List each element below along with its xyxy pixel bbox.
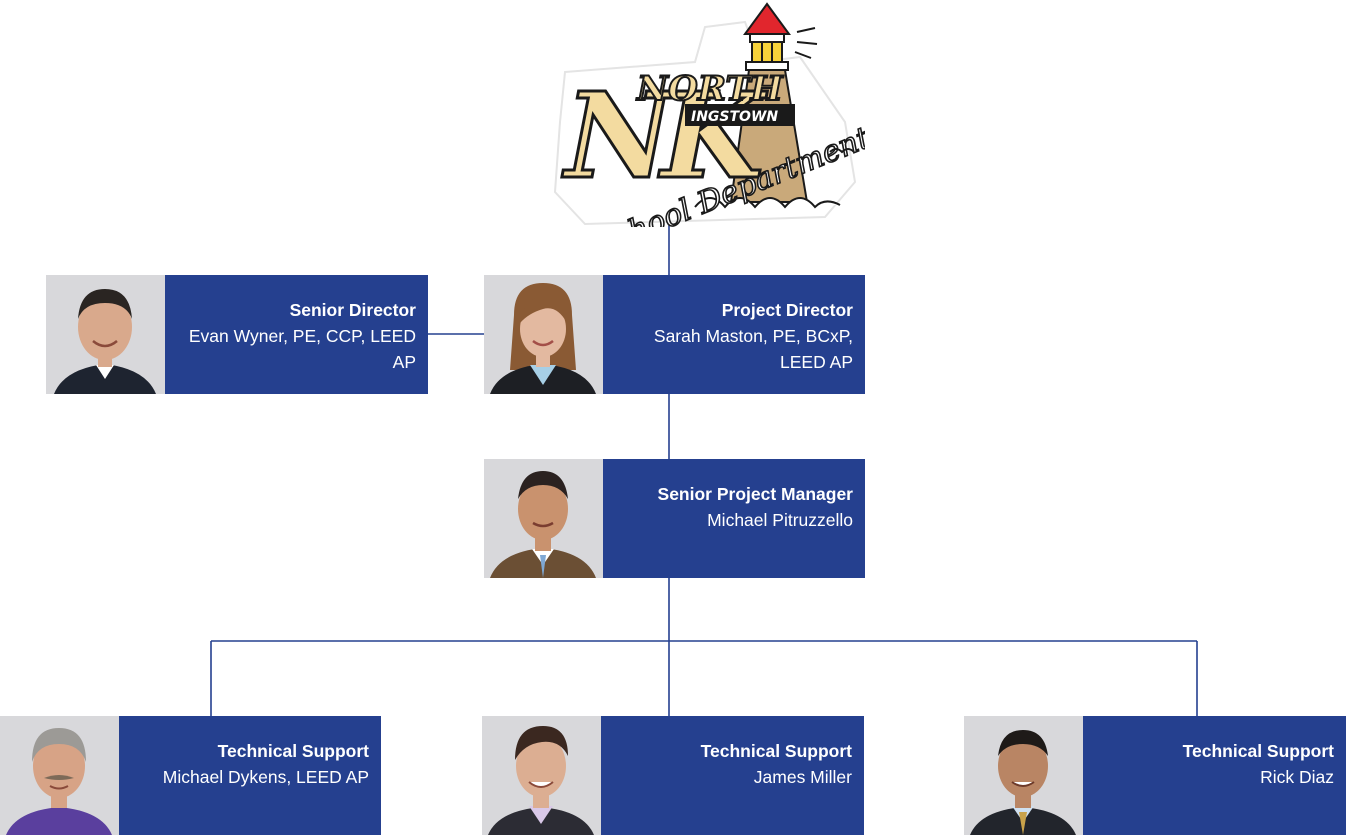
role-label: Technical Support (1182, 741, 1334, 761)
card-senior-project-manager: Senior Project Manager Michael Pitruzzel… (484, 459, 865, 578)
info-senior-project-manager: Senior Project Manager Michael Pitruzzel… (603, 459, 865, 578)
portrait-project-director (484, 275, 603, 394)
info-technical-support-1: Technical Support Michael Dykens, LEED A… (119, 716, 381, 835)
role-label: Technical Support (217, 741, 369, 761)
portrait-technical-support-2 (482, 716, 601, 835)
person-name: Michael Pitruzzello (707, 510, 853, 530)
role-label: Technical Support (700, 741, 852, 761)
role-label: Senior Project Manager (657, 484, 853, 504)
info-project-director: Project Director Sarah Maston, PE, BCxP,… (603, 275, 865, 394)
person-name: Evan Wyner, PE, CCP, LEED AP (188, 326, 416, 372)
info-technical-support-3: Technical Support Rick Diaz (1083, 716, 1346, 835)
portrait-senior-director (46, 275, 165, 394)
card-senior-director: Senior Director Evan Wyner, PE, CCP, LEE… (46, 275, 428, 394)
svg-text:NORTH: NORTH (636, 69, 785, 109)
person-name: Sarah Maston, PE, BCxP, LEED AP (653, 326, 853, 372)
role-label: Senior Director (289, 300, 416, 320)
role-label: Project Director (721, 300, 853, 320)
logo-monogram: NK (561, 66, 768, 205)
school-logo: NK NORTH INGSTOWN School Department (545, 2, 877, 264)
person-name: Michael Dykens, LEED AP (162, 767, 369, 787)
info-senior-director: Senior Director Evan Wyner, PE, CCP, LEE… (165, 275, 428, 394)
card-technical-support-3: Technical Support Rick Diaz (964, 716, 1346, 835)
portrait-senior-project-manager (484, 459, 603, 578)
card-technical-support-2: Technical Support James Miller (482, 716, 864, 835)
card-project-director: Project Director Sarah Maston, PE, BCxP,… (484, 275, 865, 394)
card-technical-support-1: Technical Support Michael Dykens, LEED A… (0, 716, 381, 835)
person-name: Rick Diaz (1260, 767, 1334, 787)
info-technical-support-2: Technical Support James Miller (601, 716, 864, 835)
portrait-technical-support-1 (0, 716, 119, 835)
portrait-technical-support-3 (964, 716, 1083, 835)
lighthouse-icon (729, 2, 818, 203)
svg-text:INGSTOWN: INGSTOWN (691, 109, 778, 125)
person-name: James Miller (753, 767, 852, 787)
